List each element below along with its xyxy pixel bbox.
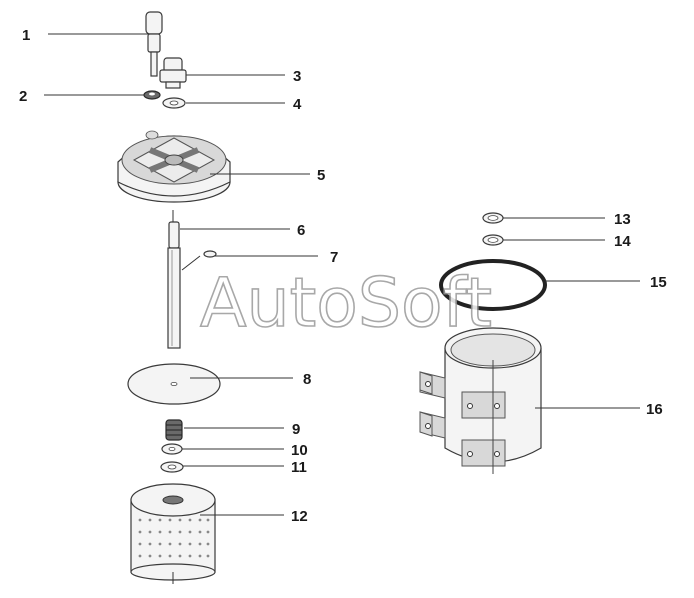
callout-13: 13 <box>614 211 631 228</box>
part-16-housing <box>419 327 542 474</box>
part-7-pin <box>181 250 217 271</box>
part-2-nut <box>143 90 161 100</box>
callout-14: 14 <box>614 233 631 250</box>
callout-1: 1 <box>22 27 30 44</box>
part-5-cover <box>117 130 231 203</box>
callout-4: 4 <box>293 96 302 113</box>
callout-11: 11 <box>291 459 307 476</box>
callout-5: 5 <box>317 167 325 184</box>
part-15-seal-ring <box>439 259 547 311</box>
part-8-disc <box>127 363 221 405</box>
part-11-washer <box>160 461 184 473</box>
part-1-vent-stem <box>145 11 163 77</box>
callout-7: 7 <box>330 249 338 266</box>
part-10-washer <box>161 443 183 455</box>
callout-8: 8 <box>303 371 311 388</box>
leader-lines <box>44 33 640 516</box>
watermark-text: AutoSoft <box>200 264 492 343</box>
part-4-washer <box>162 97 186 109</box>
callout-6: 6 <box>297 222 305 239</box>
callout-3: 3 <box>293 68 301 85</box>
part-14-ring <box>482 234 504 246</box>
part-6-rod <box>167 221 181 349</box>
part-9-spring <box>165 419 183 441</box>
callout-16: 16 <box>646 401 663 418</box>
callout-2: 2 <box>19 88 27 105</box>
callout-9: 9 <box>292 421 300 438</box>
part-12-filter-element <box>130 483 216 584</box>
callout-12: 12 <box>291 508 308 525</box>
part-13-ring <box>482 212 504 224</box>
callout-15: 15 <box>650 274 667 291</box>
callout-10: 10 <box>291 442 308 459</box>
part-3-plug <box>159 57 187 89</box>
